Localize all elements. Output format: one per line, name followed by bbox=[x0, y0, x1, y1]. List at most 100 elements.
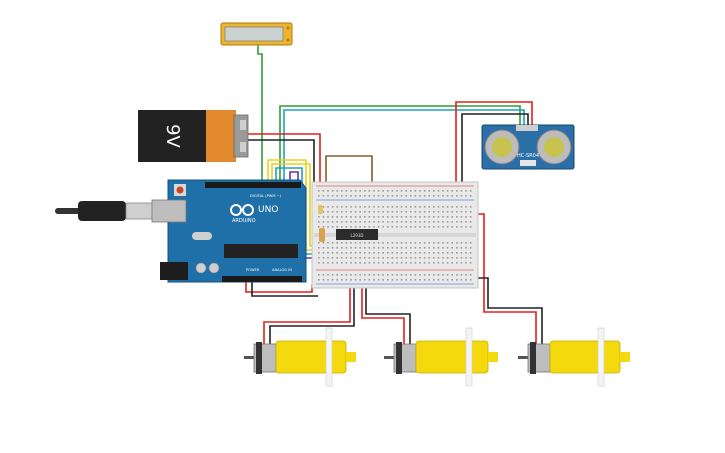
breadboard-hole bbox=[405, 216, 407, 218]
breadboard-hole bbox=[377, 195, 380, 197]
breadboard-hole bbox=[405, 221, 407, 223]
arduino-brand: ARDUINO bbox=[232, 218, 256, 224]
breadboard-hole bbox=[451, 262, 453, 264]
breadboard-hole bbox=[377, 190, 380, 192]
breadboard-hole bbox=[405, 252, 407, 254]
breadboard-hole bbox=[341, 195, 343, 197]
breadboard-hole bbox=[410, 190, 412, 192]
breadboard-hole bbox=[350, 190, 352, 192]
breadboard-hole bbox=[396, 279, 398, 281]
breadboard-hole bbox=[410, 226, 412, 228]
breadboard-hole bbox=[400, 206, 403, 208]
wire-motor1-red bbox=[263, 262, 351, 348]
wire-motor3-black bbox=[464, 277, 543, 348]
breadboard-hole bbox=[400, 274, 403, 276]
breadboard-hole bbox=[465, 262, 467, 264]
breadboard-hole bbox=[331, 252, 334, 254]
breadboard-hole bbox=[410, 206, 412, 208]
breadboard-hole bbox=[377, 247, 380, 249]
breadboard-hole bbox=[414, 226, 417, 228]
breadboard-hole bbox=[336, 252, 338, 254]
wire-battery-black bbox=[248, 139, 315, 192]
breadboard-hole bbox=[396, 226, 398, 228]
breadboard-hole bbox=[345, 221, 348, 223]
breadboard-hole bbox=[428, 247, 430, 249]
breadboard-hole bbox=[400, 226, 403, 228]
breadboard-hole bbox=[373, 279, 375, 281]
breadboard-hole bbox=[469, 279, 472, 281]
breadboard-hole bbox=[442, 221, 444, 223]
breadboard-hole bbox=[437, 216, 440, 218]
breadboard-hole bbox=[345, 226, 348, 228]
breadboard-hole bbox=[437, 190, 440, 192]
breadboard-hole bbox=[382, 279, 384, 281]
arduino-uno: ARDUINO UNO DIGITAL (PWM ~) POWER ANALOG… bbox=[151, 179, 307, 283]
breadboard-hole bbox=[359, 216, 361, 218]
breadboard-hole bbox=[433, 257, 435, 259]
breadboard-hole bbox=[373, 242, 375, 244]
breadboard-hole bbox=[331, 211, 334, 213]
breadboard-hole bbox=[456, 226, 458, 228]
breadboard-hole bbox=[350, 279, 352, 281]
breadboard-hole bbox=[373, 257, 375, 259]
breadboard-hole bbox=[364, 279, 366, 281]
breadboard-hole bbox=[387, 226, 389, 228]
breadboard-hole bbox=[437, 211, 440, 213]
dc-motor-3 bbox=[518, 327, 630, 387]
dc-motor-2 bbox=[384, 327, 498, 387]
breadboard-hole bbox=[437, 262, 440, 264]
breadboard-hole bbox=[359, 274, 361, 276]
breadboard-hole bbox=[382, 257, 384, 259]
breadboard-hole bbox=[382, 242, 384, 244]
breadboard-hole bbox=[396, 195, 398, 197]
breadboard-hole bbox=[433, 252, 435, 254]
breadboard-hole bbox=[327, 211, 329, 213]
breadboard-hole bbox=[456, 247, 458, 249]
wire-battery-red bbox=[248, 133, 321, 192]
breadboard-hole bbox=[331, 247, 334, 249]
breadboard-hole bbox=[428, 206, 430, 208]
breadboard-hole bbox=[465, 274, 467, 276]
breadboard-hole bbox=[350, 274, 352, 276]
wire-motor2-red bbox=[361, 262, 405, 348]
breadboard-hole bbox=[410, 195, 412, 197]
breadboard-hole bbox=[364, 211, 366, 213]
breadboard-hole bbox=[433, 195, 435, 197]
breadboard-hole bbox=[368, 242, 371, 244]
breadboard-hole bbox=[419, 274, 421, 276]
breadboard-hole bbox=[387, 211, 389, 213]
breadboard-hole bbox=[414, 211, 417, 213]
breadboard-hole bbox=[442, 216, 444, 218]
breadboard-hole bbox=[396, 242, 398, 244]
breadboard-hole bbox=[354, 274, 357, 276]
breadboard-hole bbox=[331, 221, 334, 223]
breadboard-hole bbox=[377, 242, 380, 244]
breadboard-hole bbox=[419, 211, 421, 213]
breadboard-hole bbox=[469, 252, 472, 254]
breadboard-hole bbox=[354, 262, 357, 264]
breadboard-hole bbox=[423, 279, 426, 281]
breadboard-hole bbox=[382, 252, 384, 254]
breadboard-hole bbox=[364, 226, 366, 228]
breadboard-hole bbox=[354, 221, 357, 223]
breadboard-hole bbox=[423, 206, 426, 208]
breadboard-hole bbox=[437, 221, 440, 223]
breadboard-hole bbox=[469, 195, 472, 197]
breadboard-hole bbox=[377, 221, 380, 223]
breadboard-hole bbox=[336, 247, 338, 249]
breadboard-hole bbox=[460, 279, 463, 281]
breadboard-hole bbox=[373, 226, 375, 228]
breadboard-hole bbox=[446, 206, 449, 208]
breadboard-hole bbox=[414, 274, 417, 276]
breadboard-hole bbox=[377, 274, 380, 276]
breadboard-hole bbox=[400, 216, 403, 218]
breadboard-hole bbox=[451, 242, 453, 244]
breadboard-hole bbox=[341, 252, 343, 254]
breadboard-hole bbox=[359, 279, 361, 281]
breadboard-hole bbox=[446, 274, 449, 276]
breadboard-hole bbox=[410, 257, 412, 259]
breadboard-hole bbox=[396, 274, 398, 276]
breadboard-hole bbox=[405, 257, 407, 259]
breadboard-hole bbox=[469, 226, 472, 228]
breadboard-hole bbox=[364, 247, 366, 249]
